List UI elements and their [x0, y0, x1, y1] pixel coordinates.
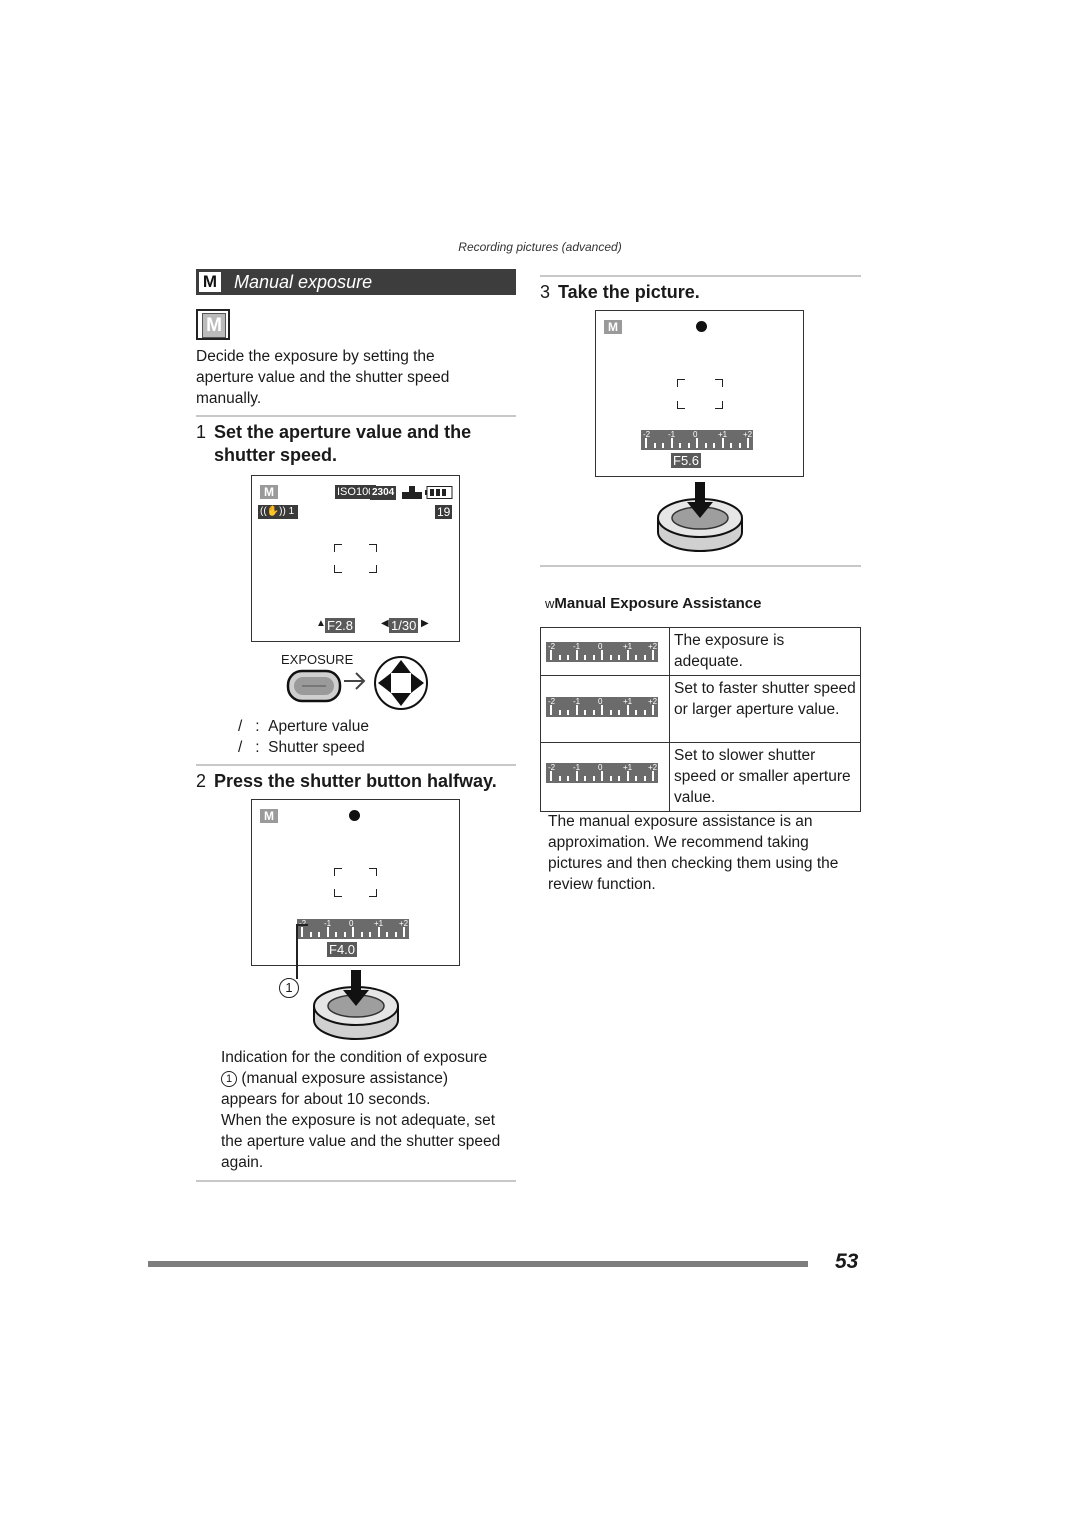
cursor-pad-icon[interactable] — [373, 655, 429, 711]
battery-icon — [425, 486, 453, 499]
meter-label: +1 — [718, 430, 728, 439]
exposure-label: EXPOSURE — [281, 652, 354, 667]
meter-label: -2 — [548, 697, 556, 706]
meter-label: +1 — [374, 919, 384, 928]
mode-indicator: M — [260, 809, 278, 823]
meter-label: 0 — [693, 430, 698, 439]
lcd-screen-step2: M -2 -1 0 +1 +2 F4.0 — [251, 799, 460, 966]
mode-indicator: M — [260, 485, 278, 499]
arrow-right-icon — [344, 672, 366, 690]
lcd-screen-step3: M -2 -1 0 +1 +2 F5.6 — [595, 310, 804, 477]
manual-mode-icon: M — [196, 309, 230, 340]
callout-line — [296, 924, 298, 979]
exposure-button[interactable] — [286, 668, 342, 704]
assist-table: -2 -1 0 +1 +2 The exposure is adequate. -2 -1… — [540, 627, 861, 812]
meter-label: 0 — [349, 919, 354, 928]
meter-label: -1 — [573, 763, 581, 772]
meter-label: -1 — [324, 919, 332, 928]
meter-label: -2 — [643, 430, 651, 439]
table-row: -2 -1 0 +1 +2 Set to slower shutter speed or… — [540, 742, 861, 812]
shots-remaining: 19 — [435, 505, 453, 519]
mode-indicator: M — [604, 320, 622, 334]
exposure-meter: -2 -1 0 +1 +2 — [297, 919, 409, 939]
legend-aperture: / : Aperture value — [238, 718, 369, 735]
picture-size-indicator: 2304 — [370, 486, 397, 500]
meter-label: +2 — [648, 763, 658, 772]
meter-label: -1 — [573, 697, 581, 706]
divider — [196, 415, 516, 417]
section-title: Manual exposure — [234, 272, 373, 292]
table-row: -2 -1 0 +1 +2 The exposure is adequate. — [540, 627, 861, 676]
divider — [196, 764, 516, 766]
meter-label: 0 — [598, 697, 603, 706]
meter-label: -2 — [548, 642, 556, 651]
divider — [540, 275, 861, 277]
meter-label: +1 — [623, 642, 633, 651]
aperture-value: F2.8 — [325, 618, 356, 633]
divider — [196, 1180, 516, 1182]
meter-label: 0 — [598, 642, 603, 651]
page-number: 53 — [835, 1250, 859, 1273]
shutter-speed-value: 1/30 — [389, 618, 419, 633]
iso-indicator: ISO100 — [335, 485, 377, 499]
meter-label: 0 — [598, 763, 603, 772]
section-header: M Manual exposure — [196, 269, 516, 295]
callout-ref-marker: 1 — [221, 1071, 237, 1087]
legend-shutter: / : Shutter speed — [238, 739, 365, 756]
assist-note: The manual exposure assistance is an app… — [548, 813, 839, 893]
focus-dot-icon — [696, 321, 707, 332]
assist-heading: wManual Exposure Assistance — [545, 595, 762, 612]
meter-label: -2 — [299, 919, 306, 928]
assist-desc: Set to slower shutter speed or smaller a… — [669, 742, 861, 812]
intro-text: Decide the exposure by setting the apert… — [196, 348, 450, 407]
meter-label: +2 — [648, 642, 658, 651]
meter-label: -1 — [668, 430, 676, 439]
exposure-meter: -2 -1 0 +1 +2 — [641, 430, 753, 450]
exposure-meter: -2 -1 0 +1 +2 — [546, 763, 658, 783]
quality-icon — [402, 486, 422, 499]
meter-label: -1 — [573, 642, 581, 651]
aperture-value: F4.0 — [327, 942, 358, 957]
exposure-meter: -2 -1 0 +1 +2 — [546, 697, 658, 717]
stabilizer-icon: ((✋)) — [260, 506, 286, 517]
meter-label: +1 — [623, 763, 633, 772]
table-row: -2 -1 0 +1 +2 Set to faster shutter speed or… — [540, 675, 861, 743]
stabilizer-indicator: ((✋)) 1 — [258, 505, 298, 519]
meter-label: +2 — [743, 430, 753, 439]
exposure-meter: -2 -1 0 +1 +2 — [546, 642, 658, 662]
assist-desc: Set to faster shutter speed or larger ap… — [669, 675, 861, 743]
right-arrow-icon: ▶ — [421, 618, 429, 629]
meter-label: +2 — [648, 697, 658, 706]
callout-marker: 1 — [279, 978, 299, 998]
lcd-screen-step1: M ISO100 2304 ((✋)) 1 19 ▲ F2.8 ◀ 1/30 ▶ — [251, 475, 460, 642]
shutter-button-press-icon — [657, 482, 743, 552]
left-arrow-icon: ◀ — [381, 618, 389, 629]
aperture-value: F5.6 — [671, 453, 702, 468]
page-footer-bar — [148, 1261, 808, 1267]
meter-label: +1 — [623, 697, 633, 706]
meter-label: +2 — [399, 919, 409, 928]
shutter-button-press-icon — [313, 970, 399, 1040]
up-arrow-icon: ▲ — [316, 618, 326, 629]
assist-desc: The exposure is adequate. — [669, 627, 861, 676]
meter-label: -2 — [548, 763, 556, 772]
mode-badge: M — [199, 272, 221, 292]
running-head: Recording pictures (advanced) — [458, 240, 622, 254]
step2-note: Indication for the condition of exposure… — [221, 1049, 501, 1171]
divider — [540, 565, 861, 567]
focus-dot-icon — [349, 810, 360, 821]
